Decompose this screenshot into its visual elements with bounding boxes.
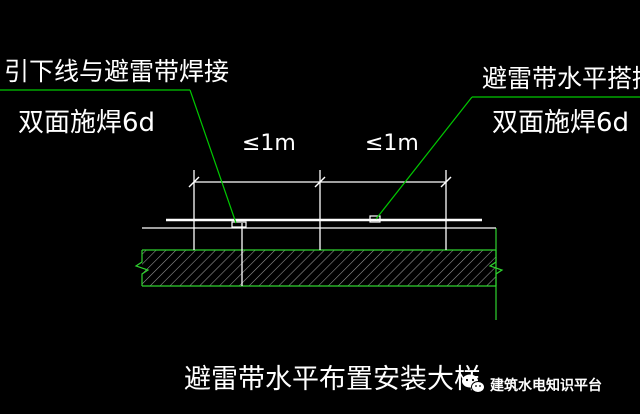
label-strip-lap-joint: 避雷带水平搭接 xyxy=(482,64,640,93)
supports xyxy=(193,170,447,250)
leader-lines xyxy=(0,89,640,224)
drawing-title: 避雷带水平布置安装大样 xyxy=(184,364,481,395)
dimension-tick-2 xyxy=(314,176,326,188)
break-line-left xyxy=(134,250,150,286)
weld-joint-left xyxy=(231,221,247,228)
label-double-weld-left: 双面施焊6d xyxy=(18,108,155,138)
weld-joint-right xyxy=(369,215,381,223)
dimension-label-right: ≤1m xyxy=(365,131,419,156)
ground-hatch xyxy=(142,250,496,286)
ground-section xyxy=(134,228,504,320)
label-down-conductor-weld: 引下线与避雷带焊接 xyxy=(4,57,229,86)
dimension-tick-3 xyxy=(440,176,452,188)
dimension-line xyxy=(188,176,452,188)
label-double-weld-right: 双面施焊6d xyxy=(492,108,629,138)
watermark-text: 建筑水电知识平台 xyxy=(490,377,602,394)
watermark: 建筑水电知识平台 xyxy=(462,374,602,394)
wechat-icon xyxy=(462,374,485,393)
dimension-tick-1 xyxy=(188,176,200,188)
leader-line-right xyxy=(375,96,473,220)
leader-line-left xyxy=(189,89,237,224)
dimension-label-left: ≤1m xyxy=(242,131,296,156)
